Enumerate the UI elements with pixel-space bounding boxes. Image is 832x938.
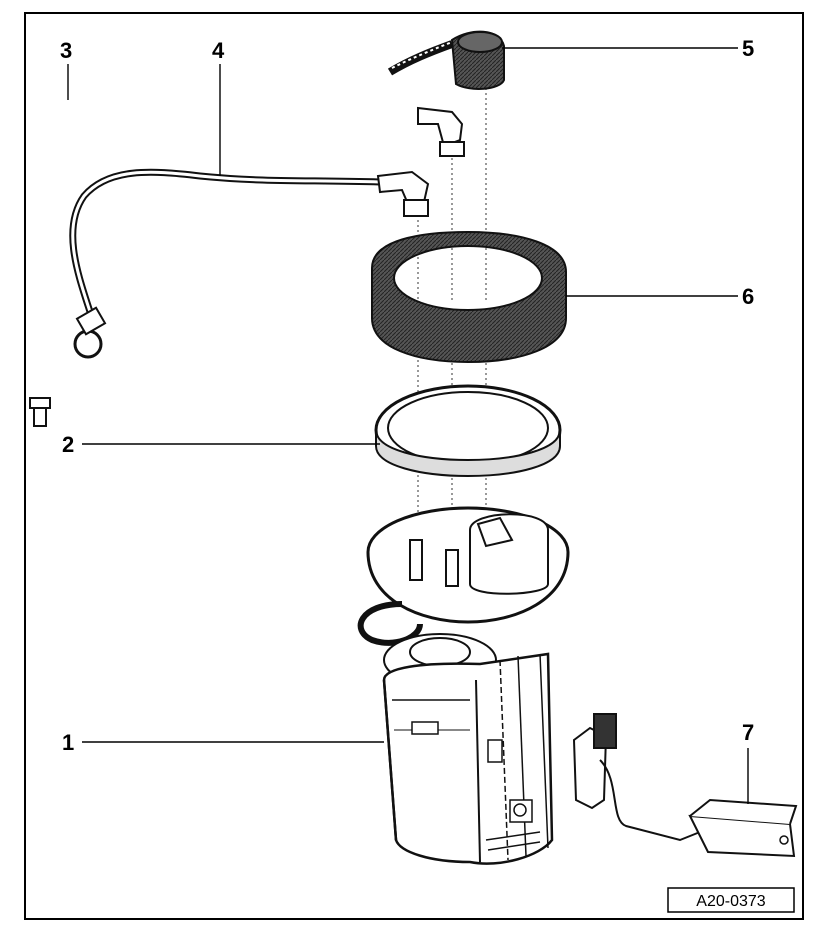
reference-box [667, 887, 795, 913]
diagram-frame [24, 12, 804, 920]
locking-ring-6 [371, 230, 567, 364]
level-sensor-7 [572, 713, 798, 858]
seal-ring-2 [374, 384, 562, 477]
callout-6: 6 [742, 284, 754, 309]
callout-5: 5 [742, 36, 754, 61]
callout-1: 1 [62, 730, 74, 755]
pump-module-1 [357, 506, 570, 865]
reference-code: A20-0373 [696, 893, 765, 910]
callout-4: 4 [212, 38, 225, 63]
callout-3: 3 [60, 38, 72, 63]
hose-line-3 [29, 88, 465, 427]
leader-lines [67, 47, 749, 804]
connector-part-5 [387, 30, 505, 90]
callout-7: 7 [742, 720, 754, 745]
callout-2: 2 [62, 432, 74, 457]
hose-line-4 [69, 168, 430, 359]
